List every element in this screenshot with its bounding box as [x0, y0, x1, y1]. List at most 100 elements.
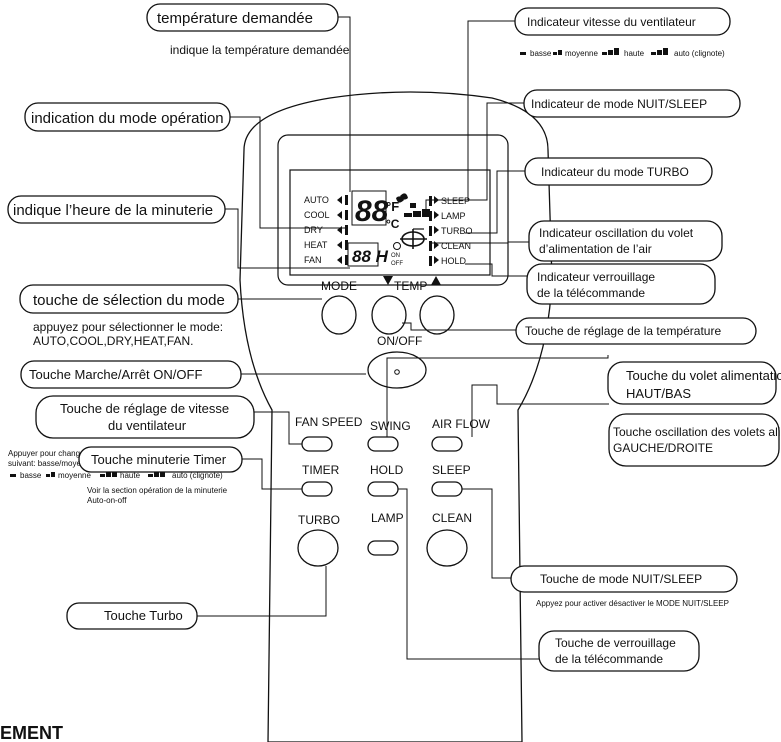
callout-temp-adjust-text: Touche de réglage de la température [525, 324, 721, 338]
lcd-status-lamp: LAMP [441, 211, 466, 221]
callout-op-mode-text: indication du mode opération [31, 110, 224, 127]
unit-f: °F [386, 199, 399, 214]
lcd-status-clean: CLEAN [441, 241, 471, 251]
fan-speed-label: FAN SPEED [295, 415, 363, 429]
lcd-mode-labels: AUTO COOL DRY HEAT FAN [304, 195, 330, 265]
callout-lock-indicator-text-2: de la télécommande [537, 286, 645, 300]
callout-on-off-text: Touche Marche/Arrêt ON/OFF [29, 367, 202, 382]
svg-text:basse: basse [530, 49, 552, 58]
hold-button[interactable] [367, 481, 399, 497]
fan-level-medium-icon [51, 472, 55, 477]
temp-down-icon [383, 276, 393, 285]
air-flow-button[interactable] [431, 436, 463, 452]
callout-timer-text: Touche minuterie Timer [91, 452, 227, 467]
callout-mode-select-text: touche de sélection du mode [33, 292, 225, 309]
callout-leftright [608, 413, 780, 467]
callout-lock-indicator-text-1: Indicateur verrouillage [537, 270, 655, 284]
callout-op-mode [24, 102, 231, 132]
temp-up-icon [431, 276, 441, 285]
lcd-off: OFF [391, 261, 403, 267]
fan-speed-button[interactable] [301, 436, 333, 452]
lcd-status-hold: HOLD [441, 256, 467, 266]
callout-swing-indicator-text-1: Indicateur oscillation du volet [539, 226, 694, 240]
mode-button[interactable] [321, 295, 357, 335]
fan-level-auto-icon [160, 470, 165, 477]
fan-speed-legend-left: basse moyenne haute auto (clignote) [10, 470, 223, 480]
sleep-button[interactable] [431, 481, 463, 497]
callout-temp-adjust [515, 317, 757, 345]
fan-speed-desc-2: suivant: basse/moyenne/haute/auto [8, 459, 135, 468]
timer-digits: 88 H [352, 247, 389, 266]
temp-digits-box [351, 190, 387, 226]
lcd-mode-cool: COOL [304, 210, 330, 220]
fan-level-high-icon [112, 470, 117, 477]
swing-button[interactable] [367, 436, 399, 452]
callout-sleep-indicator-text: Indicateur de mode NUIT/SLEEP [531, 97, 707, 111]
callout-fan-speed-text-2: du ventilateur [108, 418, 187, 433]
fan-level-auto: auto (clignote) [172, 471, 223, 480]
callout-timer [78, 446, 243, 473]
callout-mode-select [19, 284, 239, 314]
callout-updown [607, 361, 777, 405]
fan-level-low: basse [20, 471, 42, 480]
lcd-status-labels: SLEEP LAMP TURBO CLEAN HOLD [441, 196, 473, 266]
turbo-label: TURBO [298, 513, 340, 527]
callout-fan-speed [35, 395, 255, 439]
air-flow-label: AIR FLOW [432, 417, 491, 431]
mode-select-desc-1: appuyez pour sélectionner le mode: [33, 320, 223, 334]
callout-fan-speed-text-1: Touche de réglage de vitesse [60, 401, 229, 416]
callout-swing-indicator-text-2: d’alimentation de l’air [539, 242, 652, 256]
timer-digits-box [347, 242, 379, 267]
timer-button[interactable] [301, 481, 333, 497]
timer-label: TIMER [302, 463, 340, 477]
fan-level-low-icon [10, 474, 16, 477]
lamp-button[interactable] [367, 540, 399, 556]
callout-temp-requested [146, 3, 339, 32]
temp-button-label: TEMP [394, 279, 427, 293]
section-heading: EMENT [0, 723, 63, 742]
sleep-key-desc: Appyez pour activer désactiver le MODE N… [536, 599, 729, 608]
callout-sleep-key-text: Touche de mode NUIT/SLEEP [540, 572, 702, 586]
fan-level-high: haute [120, 471, 141, 480]
callout-fan-indicator [514, 7, 731, 36]
temp-up-button[interactable] [419, 295, 455, 335]
mode-button-label: MODE [321, 279, 357, 293]
lcd-mode-auto: AUTO [304, 195, 329, 205]
callout-updown-text-1: Touche du volet alimentation [626, 368, 781, 383]
on-off-label: ON/OFF [377, 334, 422, 348]
callout-fan-indicator-text: Indicateur vitesse du ventilateur [527, 15, 696, 29]
lcd-right-markers [429, 196, 439, 266]
mode-select-desc-2: AUTO,COOL,DRY,HEAT,FAN. [33, 334, 194, 348]
callout-turbo [66, 602, 198, 630]
callout-turbo-text: Touche Turbo [104, 608, 183, 623]
callout-turbo-indicator-text: Indicateur du mode TURBO [541, 165, 689, 179]
fan-speed-legend-right: basse moyenne haute auto (clignote) [520, 48, 725, 58]
callout-timer-time-text: indique l’heure de la minuterie [13, 202, 213, 219]
fan-level-medium: moyenne [58, 471, 91, 480]
sleep-label: SLEEP [432, 463, 471, 477]
lcd-frame [277, 134, 509, 286]
turbo-button[interactable] [297, 529, 339, 567]
callout-timer-time [7, 195, 226, 224]
lcd-status-turbo: TURBO [441, 226, 473, 236]
callout-leftright-text-2: GAUCHE/DROITE [613, 441, 713, 455]
swing-icon [400, 228, 427, 249]
callout-lock-key-text-1: Touche de verrouillage [555, 636, 676, 650]
callout-on-off [20, 360, 242, 389]
remote-body [239, 91, 553, 742]
callout-turbo-indicator [524, 157, 713, 186]
swing-label: SWING [370, 419, 411, 433]
lcd-mode-fan: FAN [304, 255, 322, 265]
svg-text:haute: haute [624, 49, 645, 58]
lcd-mode-heat: HEAT [304, 240, 328, 250]
temp-digits: 88 [355, 195, 389, 228]
temp-requested-desc: indique la température demandée [170, 43, 350, 57]
clean-button[interactable] [426, 529, 468, 567]
clock-icon [393, 242, 401, 250]
callout-updown-text-2: HAUT/BAS [626, 386, 691, 401]
callout-leftright-text-1: Touche oscillation des volets alimentati… [613, 425, 781, 439]
svg-text:moyenne: moyenne [565, 49, 598, 58]
temp-down-button[interactable] [371, 295, 407, 335]
